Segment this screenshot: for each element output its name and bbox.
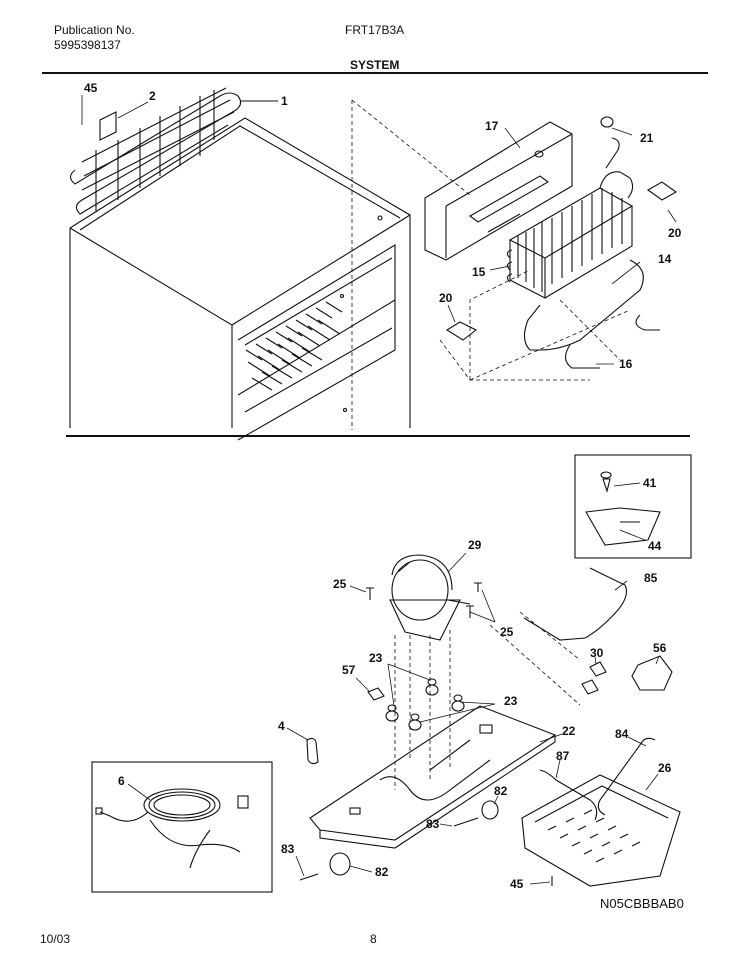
- callout-82-mid: 82: [494, 784, 508, 798]
- clip-16b-drawing: [635, 314, 660, 331]
- callout-4: 4: [278, 719, 285, 733]
- power-cord-drawing: [95, 788, 249, 869]
- callout-41: 41: [643, 476, 657, 490]
- part-56-drawing: [631, 655, 673, 691]
- screw-25b-drawing: [474, 582, 482, 592]
- compressor-drawing: [389, 554, 471, 641]
- callout-83-mid: 83: [426, 817, 440, 831]
- drain-tube-14-drawing: [523, 259, 644, 351]
- tube-84-drawing: [597, 737, 656, 816]
- callout-30: 30: [590, 646, 604, 660]
- assembly-dashed-lines-top: [351, 99, 631, 430]
- callout-82-low: 82: [375, 865, 389, 879]
- callout-85: 85: [644, 571, 658, 585]
- part-4-drawing: [306, 737, 319, 765]
- grommets-23-drawing: [385, 678, 465, 731]
- callout-23-top: 23: [369, 651, 383, 665]
- callout-numbers: 45 2 1 17 21 20 15 14 20 16 41 44 29 85 …: [84, 81, 682, 891]
- callout-45-low: 45: [510, 877, 524, 891]
- cabinet-drawing: [69, 117, 411, 441]
- inset-box-6: [91, 761, 273, 893]
- callout-21: 21: [640, 131, 654, 145]
- callout-45-top: 45: [84, 81, 98, 95]
- diagram-code: N05CBBBAB0: [600, 896, 684, 911]
- screw-25a-drawing: [366, 587, 374, 600]
- model-number: FRT17B3A: [345, 23, 405, 37]
- base-plate-drawing: [309, 705, 557, 849]
- callout-16: 16: [619, 357, 633, 371]
- bracket-44-drawing: [585, 471, 661, 546]
- section-divider: [66, 435, 690, 437]
- evaporator-cover-drawing: [424, 121, 573, 261]
- tube-85-drawing: [523, 567, 627, 641]
- callout-2: 2: [149, 89, 156, 103]
- grommet-21-drawing: [600, 116, 614, 128]
- screw-83-mid-drawing: [453, 817, 479, 827]
- callout-56: 56: [653, 641, 667, 655]
- footer-date: 10/03: [40, 932, 71, 946]
- callout-57: 57: [342, 663, 356, 677]
- part-82-low-drawing: [329, 852, 351, 876]
- header-rule: [42, 72, 708, 74]
- callout-14: 14: [658, 252, 672, 266]
- callout-22: 22: [562, 724, 576, 738]
- tube-87-drawing: [539, 769, 598, 821]
- leader-lines-top: [81, 95, 677, 365]
- publication-number: 5995398137: [54, 38, 121, 52]
- callout-20-top: 20: [668, 226, 682, 240]
- callout-29: 29: [468, 538, 482, 552]
- callout-15: 15: [472, 265, 486, 279]
- part-57-drawing: [367, 687, 385, 701]
- part-82-mid-drawing: [481, 800, 499, 820]
- callout-26: 26: [658, 761, 672, 775]
- callout-20-mid: 20: [439, 291, 453, 305]
- callout-87: 87: [556, 749, 570, 763]
- callout-25-left: 25: [333, 577, 347, 591]
- screw-83-low-drawing: [299, 873, 319, 881]
- leader-lines-bottom: [127, 482, 660, 885]
- page-number: 8: [370, 932, 377, 946]
- callout-6: 6: [118, 774, 125, 788]
- callout-83-low: 83: [281, 842, 295, 856]
- assembly-dashed-lines-bottom: [394, 611, 581, 790]
- part-30-drawing: [589, 661, 607, 677]
- pad-20-mid-drawing: [445, 321, 478, 341]
- callout-17: 17: [485, 119, 499, 133]
- evaporator-drawing: [506, 137, 634, 299]
- inset-box-41-44: [574, 454, 692, 559]
- callout-1: 1: [281, 94, 288, 108]
- drain-pan-drawing: [521, 774, 681, 887]
- part-30b-drawing: [581, 679, 599, 695]
- callout-84: 84: [615, 727, 629, 741]
- publication-label: Publication No.: [54, 23, 135, 37]
- condenser-coil-drawing: [69, 87, 278, 215]
- clip-16a-drawing: [564, 344, 600, 369]
- callout-25-right: 25: [500, 625, 514, 639]
- callout-23-mid: 23: [504, 694, 518, 708]
- callout-44: 44: [648, 539, 662, 553]
- pad-20-top-drawing: [646, 181, 678, 201]
- section-title: SYSTEM: [350, 58, 400, 72]
